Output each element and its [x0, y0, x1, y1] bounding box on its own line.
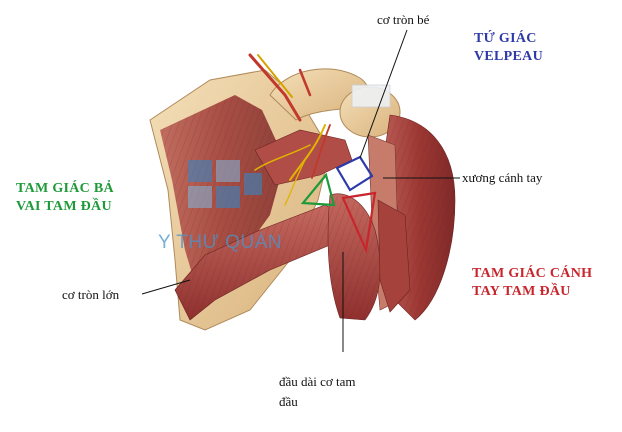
- humeral-triceps-triangle-outline: [341, 191, 377, 254]
- label-humeral-triangle-line2: TAY TAM ĐẦU: [472, 284, 571, 299]
- label-humeral-triangle: TAM GIÁC CÁNH TAY TAM ĐẦU: [472, 265, 592, 301]
- scapular-triceps-triangle-outline: [300, 172, 336, 207]
- label-triceps-long-head: đầu dài cơ tam đầu: [279, 372, 356, 412]
- label-triceps-long-head-line1: đầu dài cơ tam: [279, 374, 356, 389]
- label-teres-minor: cơ tròn bé: [377, 12, 430, 27]
- label-scapular-triangle: TAM GIÁC BẢ VAI TAM ĐẦU: [16, 180, 114, 216]
- neurovascular-bundle: [248, 53, 331, 206]
- triceps-lateral-head: [377, 199, 411, 313]
- label-velpeau-line1: TỨ GIÁC: [474, 31, 537, 46]
- label-scapular-triangle-line2: VAI TAM ĐẦU: [16, 199, 112, 214]
- leader-lines: [141, 29, 460, 352]
- velpeau-quadrilateral-outline: [335, 155, 374, 192]
- label-velpeau-line2: VELPEAU: [474, 49, 543, 64]
- label-velpeau: TỨ GIÁC VELPEAU: [474, 30, 543, 66]
- label-humerus: xương cánh tay: [462, 170, 543, 185]
- watermark-text: Y THƯ QUÁN: [158, 232, 282, 253]
- label-triceps-long-head-line2: đầu: [279, 394, 298, 409]
- label-teres-major: cơ tròn lớn: [62, 287, 120, 302]
- watermark-logo: [188, 160, 262, 208]
- label-humeral-triangle-line1: TAM GIÁC CÁNH: [472, 266, 593, 281]
- label-scapular-triangle-line1: TAM GIÁC BẢ: [16, 181, 114, 196]
